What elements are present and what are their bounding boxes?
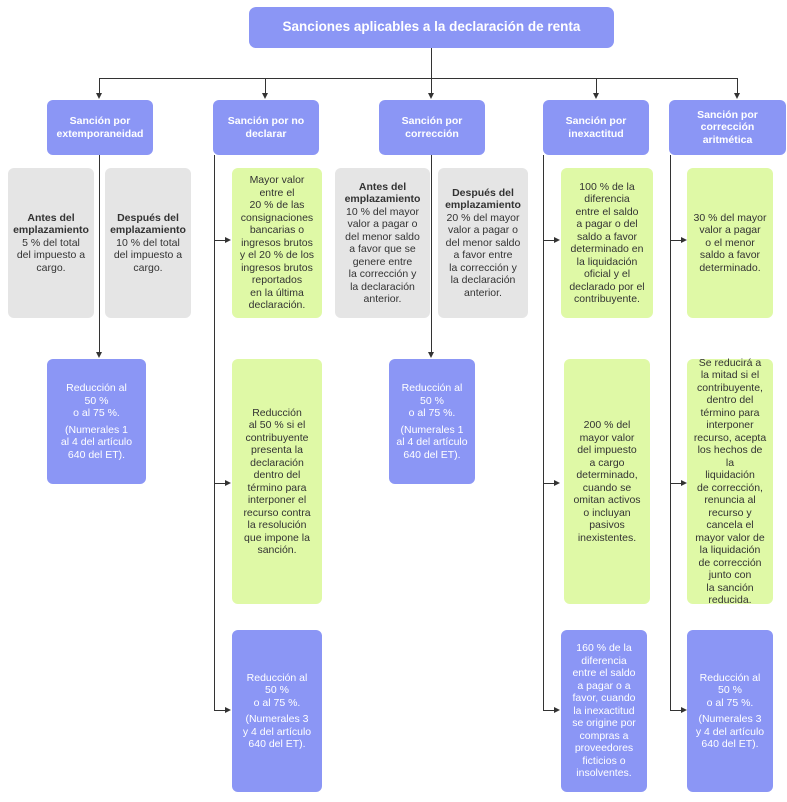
arrow — [554, 480, 560, 486]
arrow — [681, 707, 687, 713]
connector — [214, 240, 226, 241]
arrow — [225, 237, 231, 243]
inexactitud-box-1: 100 % de la diferencia entre el saldo a … — [561, 168, 653, 318]
header-correccion-aritmetica: Sanción por corrección aritmética — [669, 100, 786, 155]
inexactitud-box-2: 200 % del mayor valor del impuesto a car… — [564, 359, 650, 604]
arrow — [225, 707, 231, 713]
header-extemporaneidad: Sanción por extemporaneidad — [47, 100, 153, 155]
connector — [543, 710, 555, 711]
reduction-text: Reducción al 50 % o al 75 %. — [699, 671, 761, 709]
connector — [737, 78, 738, 94]
reduction-text: Reducción al 50 % o al 75 %. — [66, 382, 127, 419]
arrow — [681, 237, 687, 243]
diagram-title: Sanciones aplicables a la declaración de… — [249, 7, 614, 48]
connector — [670, 240, 682, 241]
arrow — [734, 93, 740, 99]
connector — [543, 483, 555, 484]
before-summons-title: Antes del emplazamiento — [13, 211, 89, 237]
after-summons-title: Después del emplazamiento — [445, 186, 521, 212]
after-summons-text: 20 % del mayor valor a pagar o del menor… — [445, 211, 521, 299]
after-summons-text: 10 % del total del impuesto a cargo. — [113, 236, 183, 274]
before-summons-text: 5 % del total del impuesto a cargo. — [16, 236, 86, 274]
connector — [543, 240, 555, 241]
reduction-box: Reducción al 50 % o al 75 %. (Numerales … — [232, 630, 322, 792]
arrow — [554, 707, 560, 713]
before-summons-box: Antes del emplazamiento 10 % del mayor v… — [335, 168, 430, 318]
connector — [99, 78, 100, 94]
after-summons-title: Después del emplazamiento — [110, 211, 186, 237]
connector — [214, 710, 226, 711]
reduction-text: Reducción al 50 % o al 75 %. — [246, 671, 308, 709]
arrow — [96, 352, 102, 358]
connector — [543, 155, 544, 711]
reduction-text: Reducción al 50 % o al 75 %. — [401, 382, 463, 419]
arrow — [428, 352, 434, 358]
after-summons-box: Después del emplazamiento 10 % del total… — [105, 168, 191, 318]
before-summons-text: 10 % del mayor valor a pagar o del menor… — [345, 205, 420, 306]
aritmetica-box-1: 30 % del mayor valor a pagar o el menor … — [687, 168, 773, 318]
arrow — [428, 93, 434, 99]
arrow — [593, 93, 599, 99]
connector — [431, 78, 432, 94]
arrow — [225, 480, 231, 486]
reduction-note: (Numerales 3 y 4 del artículo 640 del ET… — [242, 713, 312, 750]
connector — [265, 78, 266, 94]
connector — [596, 78, 597, 94]
connector — [99, 78, 738, 79]
no-declarar-box-2: Reducción al 50 % si el contribuyente pr… — [232, 359, 322, 604]
connector — [670, 710, 682, 711]
arrow — [554, 237, 560, 243]
header-correccion: Sanción por corrección — [379, 100, 485, 155]
before-summons-title: Antes del emplazamiento — [344, 180, 421, 206]
connector — [670, 483, 682, 484]
connector — [214, 155, 215, 711]
reduction-note: (Numerales 1 al 4 del artículo 640 del E… — [396, 423, 468, 461]
connector — [214, 483, 226, 484]
header-inexactitud: Sanción por inexactitud — [543, 100, 649, 155]
reduction-note: (Numerales 1 al 4 del artículo 640 del E… — [60, 423, 133, 461]
connector — [670, 155, 671, 711]
no-declarar-box-1: Mayor valor entre el 20 % de las consign… — [232, 168, 322, 318]
connector — [431, 155, 432, 353]
connector — [431, 48, 432, 78]
after-summons-box: Después del emplazamiento 20 % del mayor… — [438, 168, 528, 318]
connector — [99, 155, 100, 353]
arrow — [96, 93, 102, 99]
arrow — [681, 480, 687, 486]
reduction-box: Reducción al 50 % o al 75 %. (Numerales … — [47, 359, 146, 484]
reduction-box: Reducción al 50 % o al 75 %. (Numerales … — [389, 359, 475, 484]
inexactitud-box-3: 160 % de la diferencia entre el saldo a … — [561, 630, 647, 792]
header-no-declarar: Sanción por no declarar — [213, 100, 319, 155]
aritmetica-box-2: Se reducirá a la mitad si el contribuyen… — [687, 357, 773, 606]
reduction-note: (Numerales 3 y 4 del artículo 640 del ET… — [695, 713, 765, 750]
arrow — [262, 93, 268, 99]
reduction-box: Reducción al 50 % o al 75 %. (Numerales … — [687, 630, 773, 792]
before-summons-box: Antes del emplazamiento 5 % del total de… — [8, 168, 94, 318]
